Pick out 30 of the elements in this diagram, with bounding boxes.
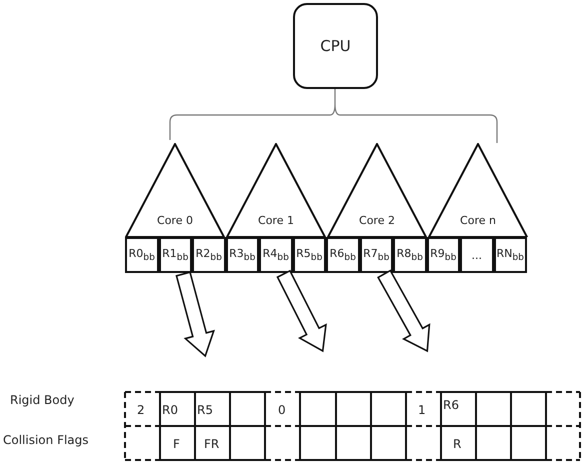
cell-text: 1 [418,403,426,417]
register-cell: R6$_{bb}$ [326,237,360,273]
register-cell: RN$_{bb}$ [494,237,527,273]
row-label: Rigid Body [10,393,74,407]
register-cell: R1$_{bb}$ [158,237,192,273]
cell-text: R0 [162,403,178,417]
cell-text: 2 [137,403,145,417]
register-cell: R5$_{bb}$ [292,237,326,273]
block-arrow [276,270,327,352]
register-cell: R8$_{bb}$ [393,237,426,273]
register-cell: R3$_{bb}$ [226,237,259,273]
cell-text: 0 [278,403,286,417]
cell-text: R [453,437,462,451]
core-triangle: Core 1 [226,143,326,237]
cell-text: FR [204,437,220,451]
register-cell: R9$_{bb}$ [426,237,460,273]
core-triangle: Core n [428,143,528,237]
cpu-box: CPU [293,3,378,89]
register-cell: R4$_{bb}$ [259,237,292,273]
core-triangle: Core 0 [125,143,225,237]
register-cell: ... [460,237,494,273]
cell-text: F [173,437,180,451]
cell-text: R6 [443,398,459,412]
register-cell: R0$_{bb}$ [125,237,158,273]
core-triangle: Core 2 [327,143,427,237]
register-cell: R2$_{bb}$ [192,237,226,273]
block-arrow [176,271,215,358]
block-arrow [377,270,430,352]
row-label: Collision Flags [3,433,89,447]
cell-text: R5 [197,403,213,417]
